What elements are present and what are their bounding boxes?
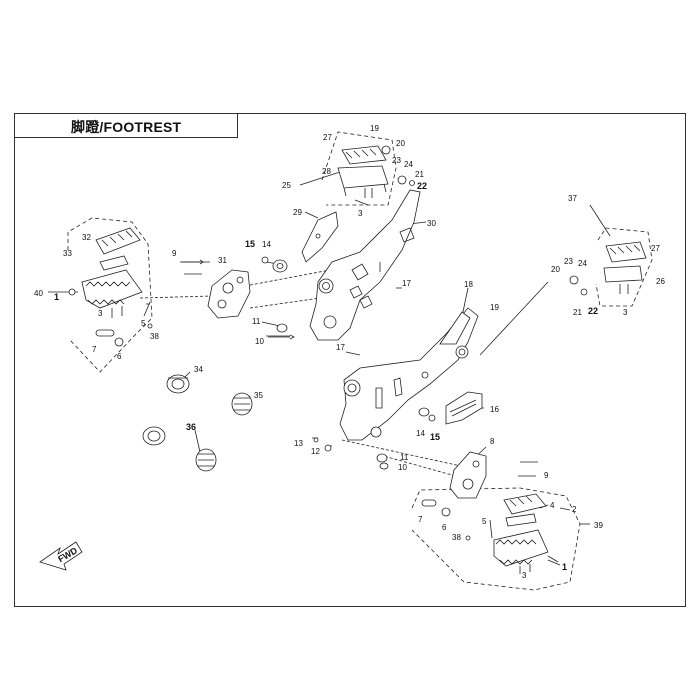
callout-22: 22	[417, 181, 427, 191]
callout-5: 5	[141, 319, 146, 328]
right-lower-footpeg-assembly	[421, 493, 559, 574]
callout-21: 21	[415, 170, 424, 179]
callout-19: 19	[490, 303, 499, 312]
callout-7: 7	[418, 515, 423, 524]
callout-25: 25	[282, 181, 291, 190]
callout-12: 12	[311, 447, 320, 456]
callout-11: 11	[400, 453, 409, 462]
callout-34: 34	[194, 365, 203, 374]
leader	[139, 295, 213, 299]
callout-15: 15	[430, 432, 440, 442]
callout-1: 1	[54, 292, 59, 302]
callout-24: 24	[404, 160, 413, 169]
diagram-frame	[14, 113, 686, 607]
leader	[559, 507, 571, 511]
callout-40: 40	[34, 289, 43, 298]
bushing-34	[166, 374, 190, 394]
callout-28: 28	[322, 167, 331, 176]
diagram-title: 脚蹬/FOOTREST	[71, 119, 182, 135]
callout-9: 9	[544, 471, 549, 480]
callout-8: 8	[490, 437, 495, 446]
callout-35: 35	[254, 391, 263, 400]
callout-36: 36	[186, 422, 196, 432]
group-outline-left-footpeg	[67, 217, 153, 373]
callout-4: 4	[550, 501, 555, 510]
callout-38: 38	[150, 332, 159, 341]
callout-20: 20	[551, 265, 560, 274]
callout-14: 14	[416, 429, 425, 438]
callout-29: 29	[293, 208, 302, 217]
callout-30: 30	[427, 219, 436, 228]
leader	[194, 429, 201, 453]
group-outline-top-footpeg	[321, 131, 397, 206]
callout-37: 37	[568, 194, 577, 203]
callout-labels: 27 19 20 28 23 24 21 22 25 3 29 30 37 27…	[34, 124, 665, 580]
callout-7: 7	[92, 345, 97, 354]
callout-5: 5	[482, 517, 487, 526]
callout-3: 3	[623, 308, 628, 317]
callout-10: 10	[255, 337, 264, 346]
left-footpeg-assembly	[68, 227, 153, 347]
callout-27: 27	[323, 133, 332, 142]
callout-18: 18	[464, 280, 473, 289]
leader	[547, 559, 561, 566]
callout-3: 3	[358, 209, 363, 218]
group-outline-right-footpeg-lower	[411, 487, 581, 591]
callout-17: 17	[336, 343, 345, 352]
callout-23: 23	[564, 257, 573, 266]
group-outline-right-footpeg-upper	[595, 227, 653, 307]
callout-39: 39	[594, 521, 603, 530]
callout-3: 3	[98, 309, 103, 318]
callout-22: 22	[588, 306, 598, 316]
callout-13: 13	[294, 439, 303, 448]
leader	[244, 269, 331, 287]
callout-3: 3	[522, 571, 527, 580]
callout-21: 21	[573, 308, 582, 317]
callout-2: 2	[572, 505, 577, 514]
callout-20: 20	[396, 139, 405, 148]
leader	[354, 199, 369, 206]
leader	[261, 321, 281, 327]
callout-15: 15	[245, 239, 255, 249]
callout-31: 31	[218, 256, 227, 265]
callout-23: 23	[392, 156, 401, 165]
leader	[589, 204, 611, 237]
callout-6: 6	[442, 523, 447, 532]
callout-38: 38	[452, 533, 461, 542]
title-box: 脚蹬/FOOTREST	[14, 113, 238, 138]
callout-27: 27	[651, 244, 660, 253]
bushing-35	[231, 392, 253, 416]
callout-32: 32	[82, 233, 91, 242]
main-upper-bracket	[309, 189, 421, 341]
leader	[341, 439, 471, 469]
callout-11: 11	[252, 317, 261, 326]
right-bracket-8	[449, 451, 487, 499]
bushing-36b	[195, 448, 217, 472]
right-upper-footpeg-assembly	[569, 241, 647, 296]
left-bracket-31	[207, 269, 251, 319]
lower-heel-plate	[445, 391, 483, 425]
leader	[479, 281, 549, 356]
bushing-36a	[142, 426, 166, 446]
callout-9: 9	[172, 249, 177, 258]
top-footpeg-assembly	[337, 145, 415, 198]
callout-10: 10	[398, 463, 407, 472]
leader	[304, 211, 319, 219]
callout-24: 24	[578, 259, 587, 268]
callout-33: 33	[63, 249, 72, 258]
upper-heel-plate-lower-bracket	[439, 311, 471, 345]
callout-6: 6	[117, 352, 122, 361]
leader	[299, 171, 341, 186]
fwd-arrow-icon	[39, 541, 83, 571]
leader	[249, 297, 321, 309]
callout-19: 19	[370, 124, 379, 133]
leader	[345, 351, 361, 356]
callout-17: 17	[402, 279, 411, 288]
callout-16: 16	[490, 405, 499, 414]
callout-1: 1	[562, 562, 567, 572]
callout-14: 14	[262, 240, 271, 249]
callout-26: 26	[656, 277, 665, 286]
